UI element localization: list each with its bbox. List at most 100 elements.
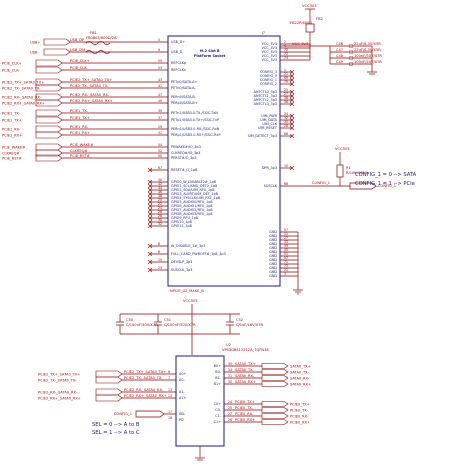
net-label: PCIE1_RX-	[70, 125, 89, 129]
svg-text:SUSCLK: SUSCLK	[264, 184, 278, 188]
svg-text:66: 66	[284, 132, 288, 136]
port-sata_txp: SATA0_TX+SATA0_TX+	[224, 362, 311, 369]
svg-text:USB_D-: USB_D-	[171, 50, 184, 54]
port-pcie_clkn: PCIE_CLK-	[2, 66, 63, 74]
port-pcie_txn: PCIE0_TX- PCIE0_TX-	[224, 406, 309, 413]
svg-text:C52: C52	[236, 318, 243, 322]
config-net-label: CONFIG_1	[312, 181, 330, 185]
svg-text:27: 27	[228, 412, 232, 416]
svg-text:DPR_3p3: DPR_3p3	[262, 166, 277, 170]
svg-text:PERST#/O_3p3: PERST#/O_3p3	[171, 156, 197, 160]
svg-text:FB2: FB2	[316, 17, 323, 21]
svg-text:GPIO8_AUDIO3/RFU_1p8: GPIO8_AUDIO3/RFU_1p8	[171, 212, 213, 216]
port-pcie2_rxp: PCIE2_RX+_SATA0_RX+	[2, 99, 63, 107]
svg-text:1: 1	[284, 68, 286, 72]
svg-text:74: 74	[284, 56, 288, 60]
svg-text:VCC_3V3: VCC_3V3	[262, 50, 277, 54]
svg-text:PCIE0_TX-: PCIE0_TX-	[290, 408, 309, 412]
svg-text:4: 4	[284, 44, 286, 48]
switch-right-pin: B0+35	[214, 362, 232, 368]
svg-text:GPIO2_SDA/UIM_RFU_1p8: GPIO2_SDA/UIM_RFU_1p8	[171, 188, 214, 192]
svg-text:PCIE2_TX+_SATA0_TX+: PCIE2_TX+_SATA0_TX+	[38, 372, 80, 376]
svg-text:SATA0_TX+: SATA0_TX+	[290, 364, 311, 368]
svg-text:FB0805/600Ω/2A: FB0805/600Ω/2A	[86, 36, 117, 40]
svg-text:GND: GND	[269, 254, 277, 258]
port-pcie_rst: PCIE_RST#	[2, 154, 63, 162]
switch-right-pin: C0+24	[214, 400, 232, 406]
svg-text:VCC_3V3: VCC_3V3	[262, 42, 277, 46]
svg-text:PCIE0_TX-: PCIE0_TX-	[235, 406, 254, 410]
port-pcie_clkp: PCIE_CLK+	[2, 59, 63, 67]
svg-text:GND: GND	[269, 234, 277, 238]
vcc-top-label: VCC3V3	[302, 4, 317, 8]
svg-text:23: 23	[158, 266, 162, 270]
svg-text:7: 7	[168, 376, 170, 380]
svg-text:32: 32	[158, 222, 162, 226]
svg-text:37: 37	[158, 116, 162, 120]
port-label: CLKREQ#	[2, 151, 19, 155]
svg-text:GND: GND	[269, 262, 277, 266]
svg-text:CLKREQ#/IO_3p3: CLKREQ#/IO_3p3	[171, 151, 200, 155]
svg-text:SATA0_RX+: SATA0_RX+	[290, 382, 311, 386]
svg-text:36: 36	[284, 100, 288, 104]
sel-port: CONFIG_1	[114, 410, 165, 418]
svg-text:R/10K/0603: R/10K/0603	[346, 171, 367, 175]
svg-text:25: 25	[228, 406, 232, 410]
svg-text:35: 35	[228, 362, 232, 366]
svg-text:PCIE0_TX+: PCIE0_TX+	[235, 400, 255, 404]
svg-text:48: 48	[158, 194, 162, 198]
config-port: CONFIG_1	[349, 182, 396, 190]
svg-text:SATA0_RX-: SATA0_RX-	[290, 376, 310, 380]
svg-text:FB1: FB1	[90, 31, 97, 35]
switch-right-pin: C1+26	[214, 418, 232, 424]
svg-text:PCIE0_RX+: PCIE0_RX+	[235, 418, 255, 422]
svg-text:22uF/6.3V/X5R: 22uF/6.3V/X5R	[354, 48, 381, 52]
svg-text:28: 28	[284, 124, 288, 128]
svg-text:21: 21	[284, 72, 288, 76]
svg-text:10: 10	[158, 258, 162, 262]
port-sata_rxn: SATA0_RX-SATA0_RX-	[224, 374, 310, 381]
port-label: USB+	[30, 40, 40, 44]
port-pcie1_rxp: PCIE1_RX+	[2, 131, 63, 139]
svg-text:27: 27	[284, 92, 288, 96]
svg-text:14: 14	[168, 394, 172, 398]
svg-text:PCIE2_RX-_SATA0_RX-: PCIE2_RX-_SATA0_RX-	[124, 388, 164, 392]
svg-text:VCC_3V3: VCC_3V3	[262, 58, 277, 62]
svg-text:68: 68	[284, 182, 288, 186]
svg-text:ANTCTL1_3p3: ANTCTL1_3p3	[254, 94, 277, 98]
svg-text:47: 47	[158, 93, 162, 97]
svg-text:22: 22	[158, 202, 162, 206]
port-pcie2_txn: PCIE2_TX-_SATA0_TX-	[2, 84, 63, 92]
port-pcie1_txn: PCIE1_TX-	[2, 109, 63, 117]
svg-text:C/1uF/16V/X7R: C/1uF/16V/X7R	[236, 323, 264, 327]
svg-text:49: 49	[158, 99, 162, 103]
svg-text:FB22P/600Ω: FB22P/600Ω	[290, 21, 312, 25]
svg-text:DEVSLP_3p3: DEVSLP_3p3	[171, 260, 192, 264]
svg-text:9: 9	[158, 48, 160, 52]
svg-text:32: 32	[284, 116, 288, 120]
svg-text:PCIE0_TX+: PCIE0_TX+	[290, 402, 310, 406]
svg-text:C0-: C0-	[215, 408, 222, 412]
svg-text:C49: C49	[336, 60, 344, 64]
net-label: PCIE2_TX+_SATA0_TX+	[70, 78, 112, 82]
svg-text:C51: C51	[164, 318, 171, 322]
svg-text:GPIO11_1p8: GPIO11_1p8	[171, 224, 192, 228]
svg-text:40: 40	[158, 178, 162, 182]
svg-text:PCIE2_RX-_SATA0_RX-: PCIE2_RX-_SATA0_RX-	[38, 390, 78, 394]
net-label: PCIE2_RX+_SATA0_RX+	[70, 99, 113, 103]
svg-text:C48: C48	[336, 54, 344, 58]
svg-text:PETn1/USB3.0-TX-/SSIC-TxN: PETn1/USB3.0-TX-/SSIC-TxN	[171, 111, 218, 115]
